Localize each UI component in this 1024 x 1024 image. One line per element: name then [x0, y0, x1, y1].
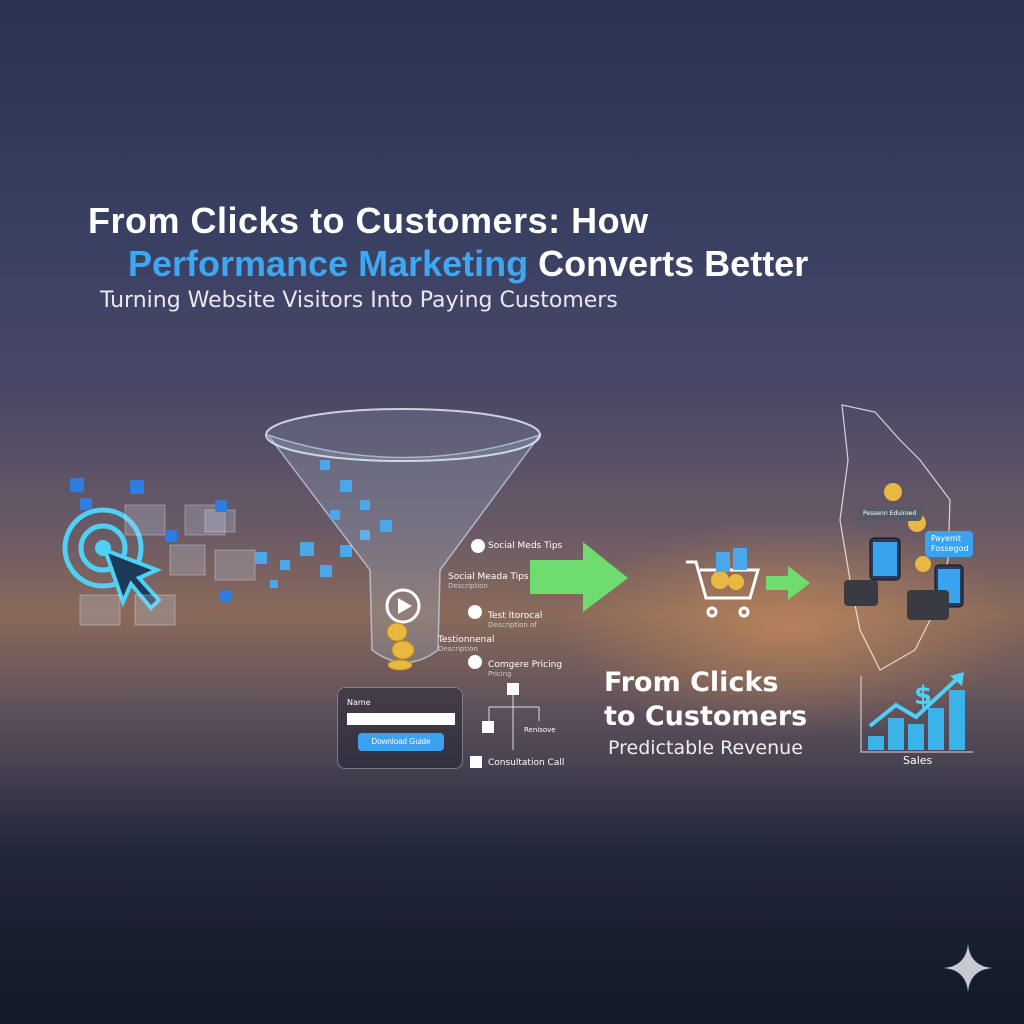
headline-highlight: Performance Marketing	[128, 243, 529, 284]
traffic-sources-illustration	[62, 478, 370, 626]
step-icons	[468, 539, 540, 768]
name-label: Name	[347, 698, 371, 707]
bar	[908, 724, 924, 750]
bar	[888, 718, 904, 750]
flow-final-label: Consultation Call	[488, 758, 565, 768]
trend-arrow-icon	[868, 676, 960, 728]
step-title: Social Meds Tips	[488, 541, 563, 551]
step-desc: Description of	[488, 621, 537, 629]
sparkle-icon	[944, 944, 992, 992]
map-outline-illustration	[839, 404, 964, 671]
sales-chart-icon: $	[860, 672, 973, 753]
step-desc: Pricing	[488, 670, 512, 678]
step-title: Comgere Pricing	[488, 660, 563, 670]
coin-stack	[386, 622, 415, 671]
bar	[928, 708, 944, 750]
payment-bubble: Payemt Fossegod	[925, 531, 973, 557]
dollar-icon: $	[914, 681, 932, 711]
city-background	[0, 764, 1024, 1024]
status-bubble: Pessenn Eduiroed	[857, 507, 923, 521]
funnel-step: Social Meds Tips	[488, 541, 562, 551]
name-input[interactable]	[347, 713, 455, 725]
bottom-subtitle: Predictable Revenue	[608, 737, 803, 759]
bottom-title-line1: From Clicks	[604, 667, 779, 698]
step-desc: Description	[448, 582, 488, 590]
calendar-icon	[470, 756, 482, 768]
play-icon	[385, 588, 421, 624]
headline-rest: Converts Better	[528, 243, 809, 284]
wallet-icon	[844, 580, 878, 606]
subtitle: Turning Website Visitors Into Paying Cus…	[100, 288, 618, 313]
target-click-icon	[62, 507, 163, 611]
step-desc: Description	[438, 645, 478, 653]
funnel-icon	[265, 408, 543, 671]
flow-branch-label: Renisove	[524, 726, 556, 734]
arrow-icon	[530, 542, 628, 612]
wallet-icon	[907, 590, 949, 620]
conversion-arrows	[530, 542, 810, 618]
headline-line2: Performance Marketing Converts Better	[128, 243, 808, 285]
content-tiles	[79, 504, 256, 626]
step-title: Test Itorocal	[488, 611, 543, 621]
headline-line1: From Clicks to Customers: How	[88, 200, 649, 241]
bar	[868, 736, 884, 750]
arrow-icon	[766, 566, 810, 600]
lead-form: Name Download Guide	[337, 687, 463, 769]
flowing-particles	[255, 530, 370, 588]
flow-node-icon	[507, 683, 519, 695]
bar	[949, 690, 965, 750]
bottom-title-line2: to Customers	[604, 701, 808, 732]
sales-label: Sales	[903, 754, 933, 767]
step-title: Testionnenal	[438, 635, 495, 645]
like-icons	[70, 478, 232, 602]
download-guide-button[interactable]: Download Guide	[358, 733, 444, 751]
shopping-cart-icon	[686, 560, 760, 618]
step-title: Social Meada Tips	[448, 572, 529, 582]
